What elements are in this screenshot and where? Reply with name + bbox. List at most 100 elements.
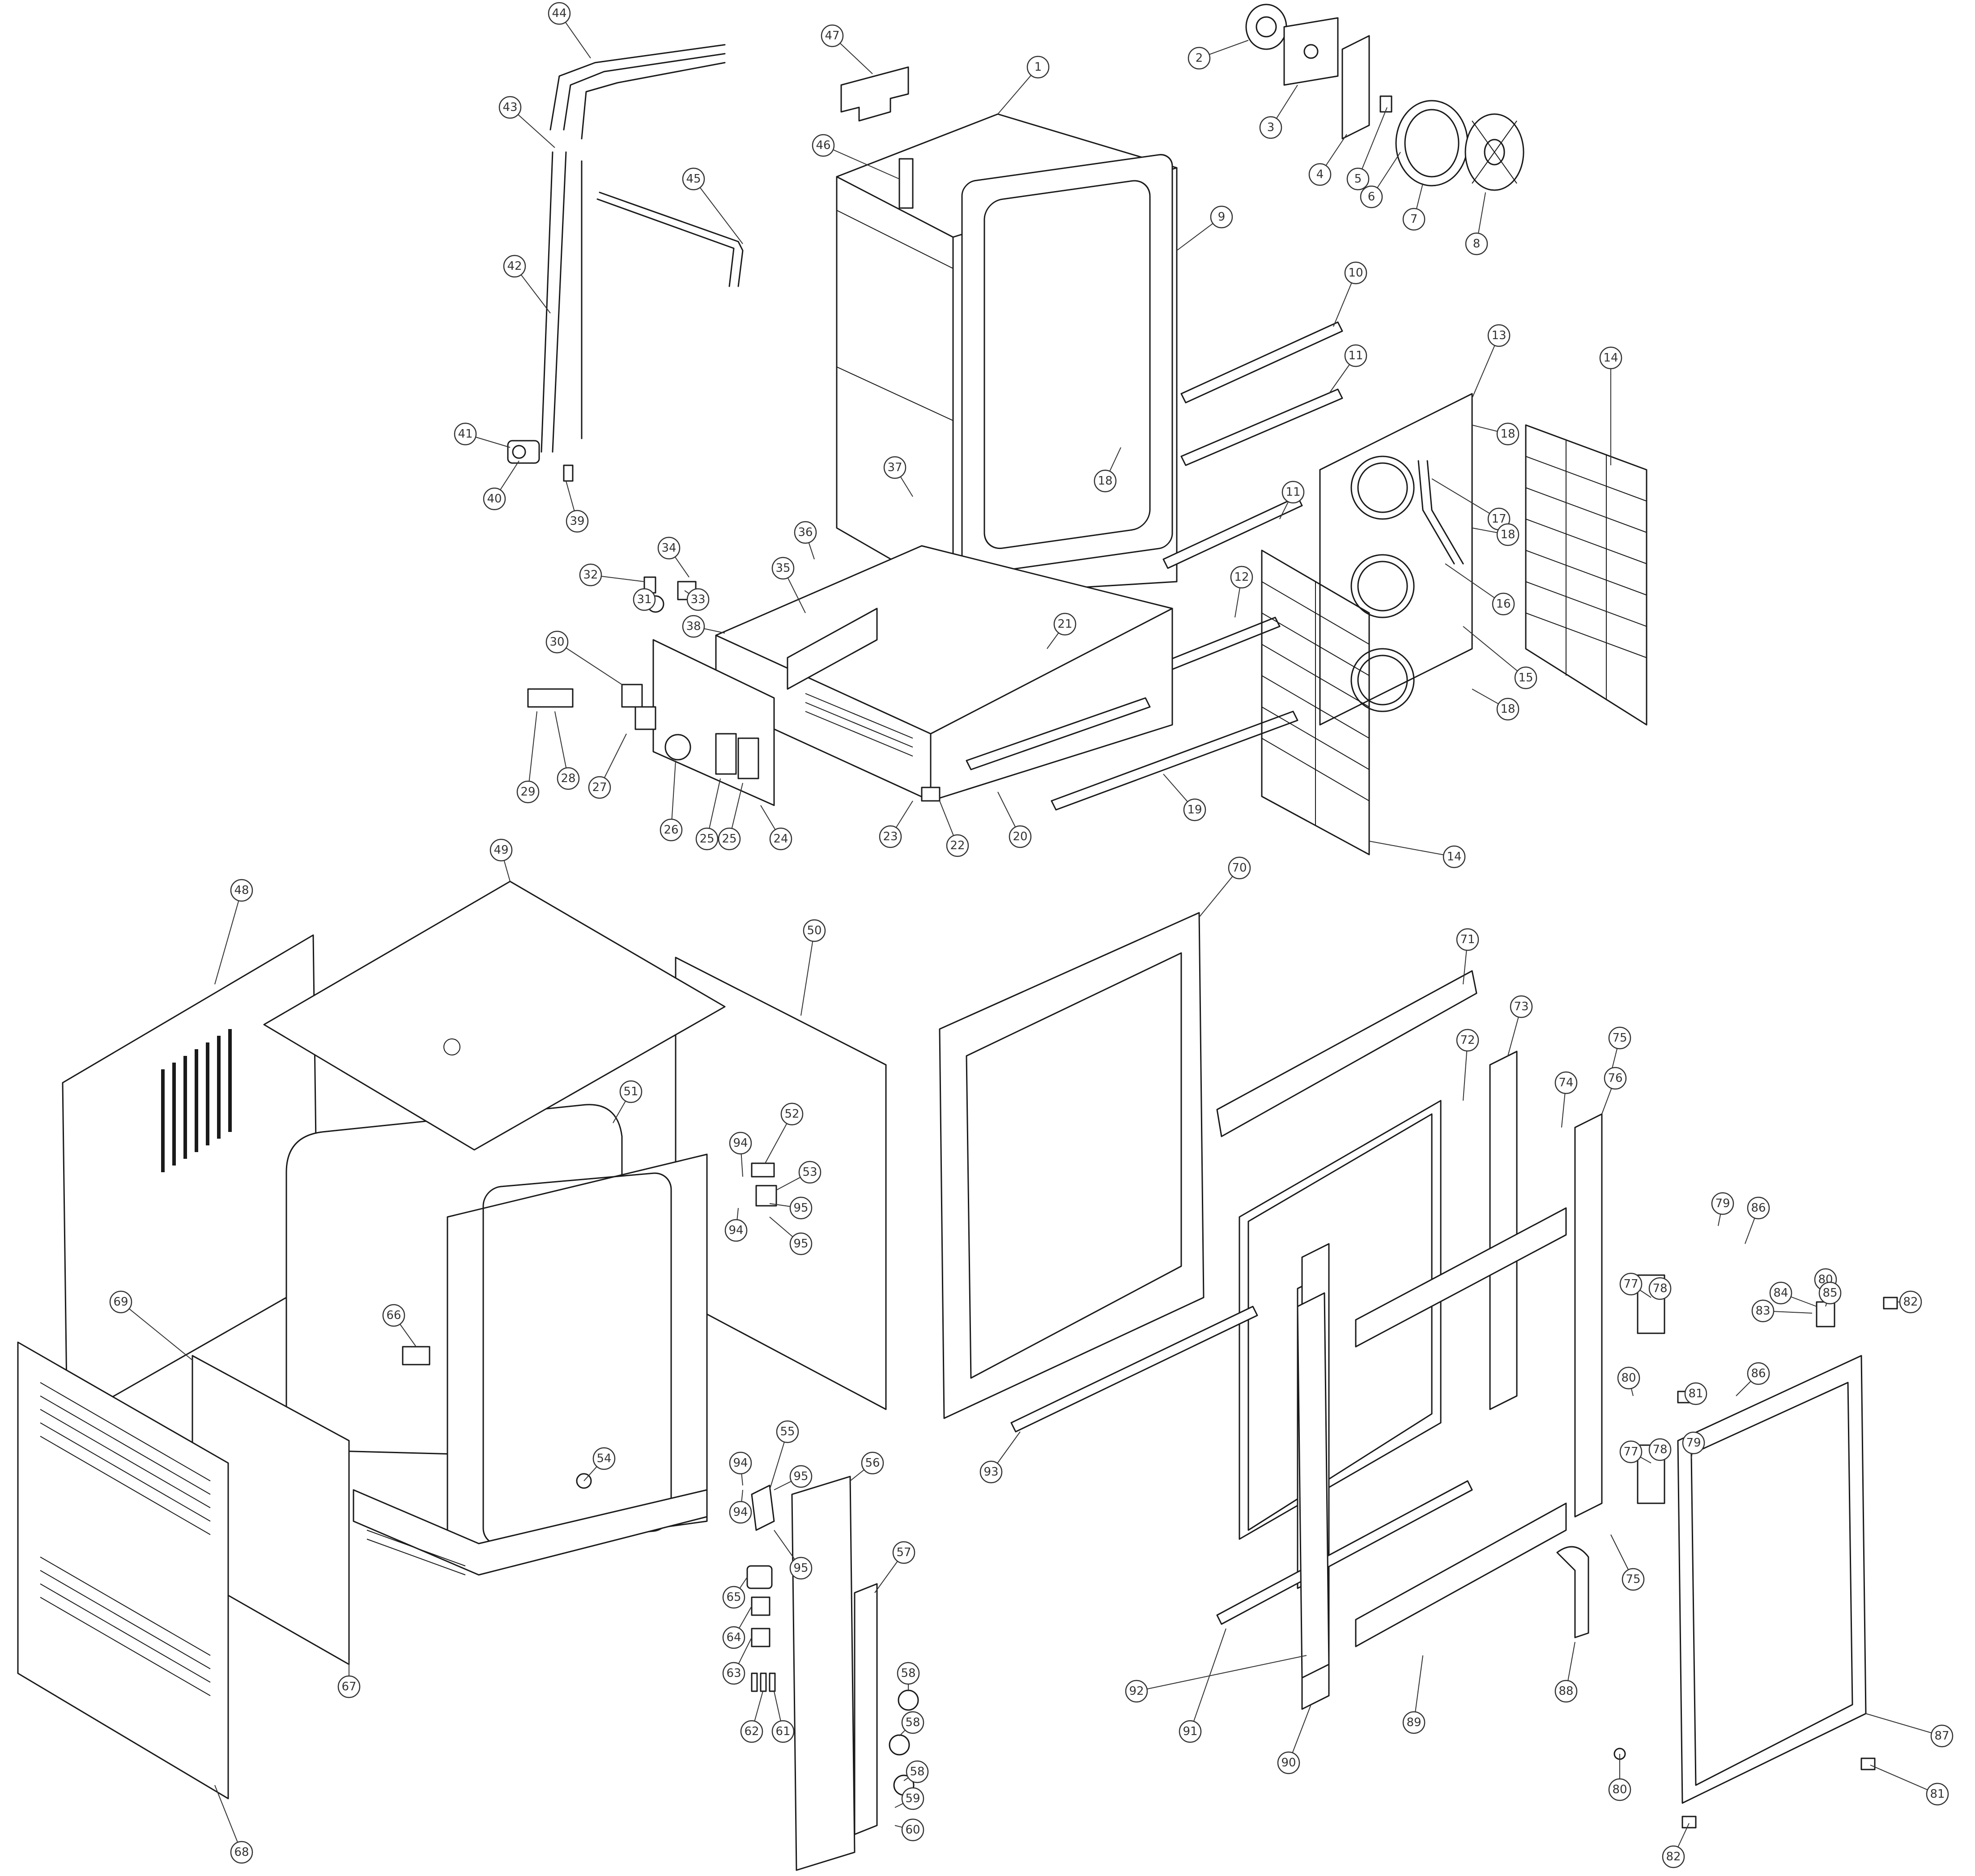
callout-2: 2: [1188, 40, 1249, 70]
callout-94: 94: [724, 1208, 748, 1242]
callout-bubble: [812, 134, 835, 157]
callout-number: 29: [520, 785, 535, 799]
oven-base-assembly: [715, 545, 1298, 811]
callout-bubble: [1622, 1568, 1645, 1591]
callout-number: 25: [722, 832, 736, 846]
callout-79: 79: [1682, 1431, 1705, 1459]
callout-94: 94: [729, 1489, 752, 1524]
callout-bubble: [1443, 845, 1466, 868]
callout-bubble: [1026, 55, 1050, 79]
callout-number: 51: [623, 1085, 638, 1098]
callout-bubble: [1818, 1281, 1842, 1305]
callout-bubble: [619, 1080, 643, 1103]
callout-bubble: [1465, 232, 1488, 255]
callout-14: 14: [1599, 346, 1622, 465]
callout-number: 48: [234, 884, 249, 897]
callout-number: 63: [726, 1667, 741, 1680]
callout-number: 82: [1903, 1295, 1918, 1309]
callout-80: 80: [1617, 1366, 1640, 1396]
callout-bubble: [769, 827, 792, 851]
callout-94: 94: [729, 1451, 752, 1486]
callout-bubble: [1281, 481, 1305, 504]
callout-56: 56: [850, 1451, 884, 1481]
callout-number: 67: [341, 1680, 356, 1693]
callout-85: 85: [1818, 1281, 1842, 1307]
callout-bubble: [382, 1304, 405, 1327]
callout-23: 23: [879, 800, 913, 848]
callout-number: 85: [1822, 1286, 1837, 1300]
callout-number: 45: [686, 172, 701, 186]
callout-27: 27: [588, 733, 627, 799]
callout-bubble: [516, 780, 540, 804]
callout-51: 51: [613, 1080, 643, 1123]
callout-24: 24: [760, 805, 792, 851]
piping-assembly: [507, 44, 726, 482]
callout-bubble: [771, 557, 795, 580]
callout-8: 8: [1465, 192, 1488, 255]
callout-91: 91: [1179, 1628, 1226, 1743]
callout-10: 10: [1333, 261, 1367, 327]
callout-1: 1: [997, 55, 1050, 115]
callout-bubble: [503, 255, 526, 278]
callout-number: 80: [1621, 1371, 1636, 1385]
callout-number: 28: [561, 772, 575, 785]
callout-83: 83: [1751, 1299, 1813, 1323]
front-base-vent: [366, 1530, 466, 1575]
callout-82: 82: [1662, 1823, 1690, 1868]
callout-bubble: [1188, 47, 1211, 70]
callout-bubble: [1648, 1438, 1672, 1461]
callout-number: 95: [793, 1237, 808, 1251]
callout-95: 95: [769, 1196, 813, 1220]
callout-bubble: [789, 1557, 813, 1580]
callout-93: 93: [979, 1431, 1021, 1484]
callout-number: 31: [637, 593, 651, 606]
callout-number: 95: [793, 1470, 808, 1483]
callout-number: 54: [596, 1452, 611, 1465]
callout-number: 37: [887, 461, 902, 474]
callout-bubble: [901, 1711, 924, 1734]
callout-bubble: [230, 879, 253, 902]
callout-35: 35: [771, 557, 806, 613]
callout-leader: [554, 711, 569, 779]
callout-number: 18: [1500, 528, 1515, 541]
callout-number: 5: [1354, 172, 1362, 186]
callout-number: 94: [733, 1456, 748, 1470]
callout-47: 47: [821, 24, 873, 74]
callout-bubble: [1619, 1272, 1643, 1296]
callout-bubble: [861, 1451, 884, 1475]
callout-number: 20: [1013, 830, 1027, 843]
callout-bubble: [780, 1102, 804, 1126]
callout-bubble: [657, 536, 681, 560]
callout-bubble: [633, 588, 656, 611]
callout-number: 3: [1267, 121, 1275, 134]
callout-leader: [1369, 841, 1455, 857]
callout-number: 11: [1285, 485, 1300, 499]
callout-95: 95: [774, 1530, 813, 1580]
callout-number: 35: [775, 562, 790, 575]
callout-number: 60: [905, 1823, 920, 1837]
callout-18: 18: [1472, 689, 1520, 721]
callout-leader: [1463, 626, 1526, 678]
callout-bubble: [1344, 344, 1367, 367]
callout-66: 66: [382, 1304, 417, 1347]
fan-wall-and-racks: [1261, 393, 1647, 855]
callout-leader: [1190, 1628, 1226, 1732]
callout-number: 80: [1612, 1783, 1627, 1796]
callout-bubble: [879, 825, 902, 848]
callout-number: 23: [883, 830, 898, 843]
callout-33: 33: [684, 588, 710, 611]
callout-bubble: [1456, 1029, 1479, 1052]
callout-number: 14: [1603, 351, 1618, 365]
callout-43: 43: [498, 96, 555, 148]
callout-18: 18: [1472, 523, 1520, 546]
callout-39: 39: [566, 481, 589, 533]
callout-number: 41: [458, 427, 472, 441]
callout-bubble: [1930, 1724, 1954, 1748]
callout-59: 59: [894, 1787, 924, 1810]
callout-77: 77: [1619, 1440, 1652, 1463]
callout-number: 91: [1183, 1725, 1197, 1738]
callout-bubble: [1747, 1196, 1770, 1220]
callout-number: 70: [1232, 861, 1247, 875]
callout-number: 32: [583, 568, 598, 582]
callout-bubble: [1926, 1782, 1949, 1806]
